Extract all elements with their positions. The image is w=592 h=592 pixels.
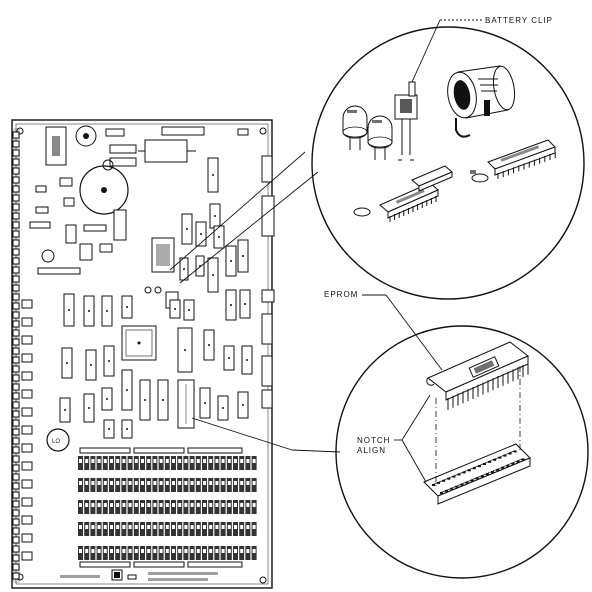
terminal <box>12 572 20 580</box>
lithium-battery <box>447 65 516 138</box>
eprom-socket <box>423 443 531 505</box>
leader-lines <box>169 151 341 453</box>
terminal <box>12 482 20 490</box>
terminal <box>12 455 20 463</box>
terminal <box>12 356 20 364</box>
terminal <box>12 419 20 427</box>
side-connector <box>21 407 33 417</box>
controller-circuit-board: LO <box>11 119 275 589</box>
terminal <box>12 446 20 454</box>
terminal <box>12 239 20 247</box>
terminal <box>12 266 20 274</box>
side-connector <box>21 515 33 525</box>
top-connector <box>161 126 205 136</box>
terminal <box>12 293 20 301</box>
terminal <box>12 284 20 292</box>
mounting-hole <box>259 127 267 135</box>
notch-label: NOTCH <box>357 436 390 445</box>
terminal <box>12 491 20 499</box>
terminal <box>12 509 20 517</box>
side-connector <box>21 353 33 363</box>
side-connector <box>21 317 33 327</box>
terminal <box>12 365 20 373</box>
battery-detail-circle <box>311 26 585 300</box>
terminal <box>12 230 20 238</box>
relay-rows <box>78 447 257 568</box>
terminal <box>12 149 20 157</box>
left-terminal-strip <box>12 128 33 583</box>
battery-clip-label: BATTERY CLIP <box>485 16 553 25</box>
eprom-detail-circle <box>335 325 589 579</box>
terminal <box>12 545 20 553</box>
terminal <box>12 410 20 418</box>
detail-ic-right <box>487 139 556 179</box>
terminal <box>12 302 20 310</box>
battery-detail-view: BATTERY CLIP <box>311 16 585 300</box>
board-battery-area <box>151 237 175 273</box>
terminal <box>12 536 20 544</box>
terminal <box>12 401 20 409</box>
side-connector <box>21 371 33 381</box>
terminal <box>12 500 20 508</box>
terminal <box>12 518 20 526</box>
terminal <box>12 437 20 445</box>
terminal <box>12 320 20 328</box>
side-connector <box>21 461 33 471</box>
side-connector <box>21 479 33 489</box>
terminal <box>12 158 20 166</box>
terminal <box>12 383 20 391</box>
terminal <box>12 554 20 562</box>
terminal <box>12 473 20 481</box>
terminal <box>12 167 20 175</box>
side-connector <box>21 335 33 345</box>
terminal <box>12 428 20 436</box>
terminal <box>12 257 20 265</box>
large-capacitor-lo: LO <box>46 428 70 452</box>
terminal <box>12 275 20 283</box>
capacitor <box>75 125 97 147</box>
terminal <box>12 221 20 229</box>
battery-clip <box>394 81 418 161</box>
align-label: ALIGN <box>357 446 386 455</box>
terminal <box>12 338 20 346</box>
terminal <box>12 185 20 193</box>
terminal <box>12 527 20 535</box>
side-connector <box>21 551 33 561</box>
terminal <box>12 176 20 184</box>
terminal <box>12 140 20 148</box>
terminal <box>12 311 20 319</box>
terminal <box>12 563 20 571</box>
terminal <box>12 392 20 400</box>
side-connector <box>21 389 33 399</box>
side-connector <box>21 299 33 309</box>
terminal <box>12 347 20 355</box>
detail-ic-left <box>379 182 439 222</box>
terminal <box>12 194 20 202</box>
capacitor-pair <box>342 105 393 160</box>
terminal <box>12 374 20 382</box>
large-round-component <box>79 165 129 215</box>
eprom-detail-view: EPROM NOTCH ALIGN <box>324 290 589 579</box>
large-component-label: LO <box>52 439 60 445</box>
terminal <box>12 212 20 220</box>
eprom-chip <box>426 341 529 410</box>
side-connector <box>21 497 33 507</box>
terminal <box>12 464 20 472</box>
mounting-hole <box>16 127 24 135</box>
board-outline <box>11 119 273 589</box>
terminal <box>12 329 20 337</box>
side-connector <box>21 533 33 543</box>
terminal <box>12 248 20 256</box>
side-connector <box>21 425 33 435</box>
eprom-label: EPROM <box>324 290 358 299</box>
terminal <box>12 131 20 139</box>
terminal <box>12 203 20 211</box>
side-connector <box>21 443 33 453</box>
ic-chips <box>59 157 253 439</box>
detail-ic-small <box>411 165 453 192</box>
alignment-guides <box>435 366 521 488</box>
right-header-connector <box>261 155 273 183</box>
mounting-hole <box>259 576 267 584</box>
